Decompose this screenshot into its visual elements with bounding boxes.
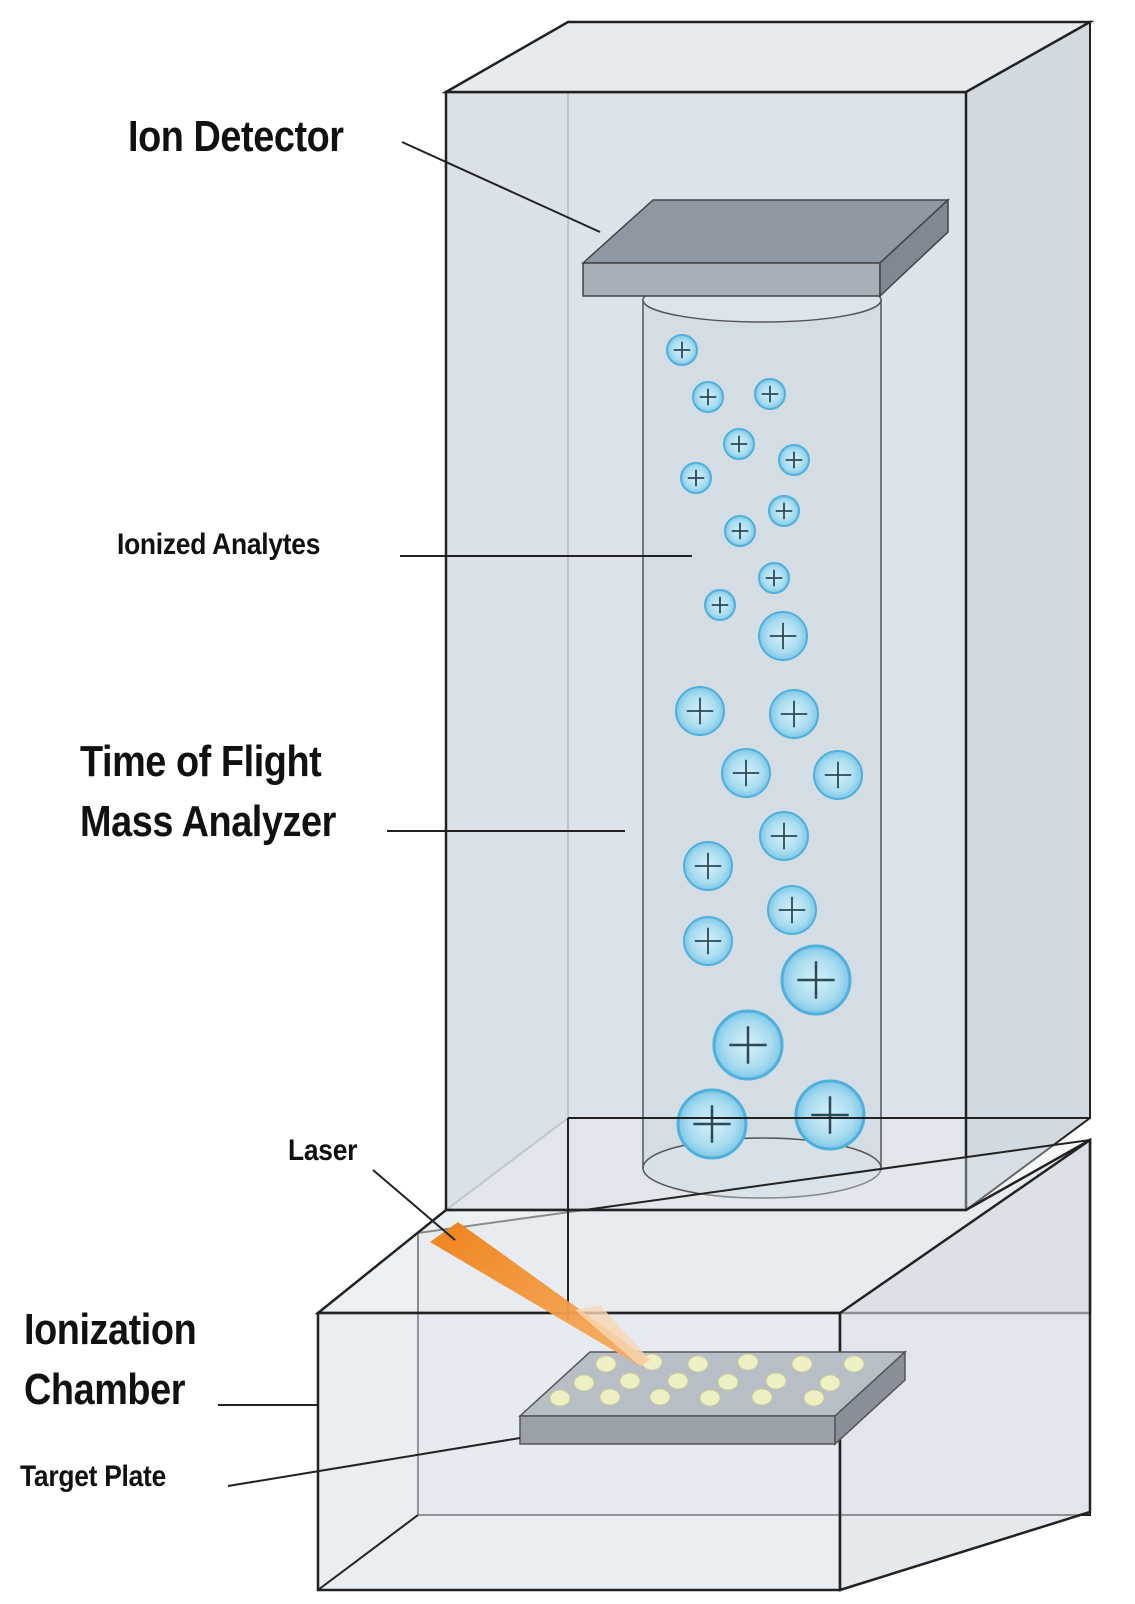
plus-sign-icon <box>780 700 808 728</box>
sample-spot <box>599 1388 621 1406</box>
sample-spot <box>737 1353 759 1371</box>
sample-spot <box>765 1372 787 1390</box>
plus-sign-icon <box>765 569 783 587</box>
ion <box>724 515 756 547</box>
plus-sign-icon <box>761 385 779 403</box>
ion <box>692 381 724 413</box>
sample-spot <box>791 1355 813 1373</box>
laser-beam-fade <box>575 1305 650 1366</box>
ion <box>768 495 800 527</box>
plus-sign-icon <box>729 1026 767 1064</box>
ion <box>723 428 755 460</box>
leader-lines <box>218 141 692 1487</box>
plus-sign-icon <box>778 896 806 924</box>
ion <box>769 689 819 739</box>
plus-sign-icon <box>775 502 793 520</box>
sample-spot <box>751 1388 773 1406</box>
plus-sign-icon <box>694 852 722 880</box>
ion <box>794 1079 866 1151</box>
plus-sign-icon <box>693 1105 731 1143</box>
ion <box>754 378 786 410</box>
sample-spot <box>717 1373 739 1391</box>
laser-beam-shape <box>430 1222 650 1366</box>
tof-right-face <box>965 20 1091 1212</box>
plus-sign-icon <box>730 435 748 453</box>
ion <box>780 944 852 1016</box>
sample-spot <box>687 1355 709 1373</box>
target-plate-side <box>834 1350 906 1446</box>
ion-detector-side <box>879 198 949 298</box>
chamber-inner-edge-2 <box>317 1514 419 1591</box>
target-plate-front <box>519 1415 836 1445</box>
target-plate <box>518 1350 907 1446</box>
ion <box>813 750 863 800</box>
leader-ion-detector <box>401 141 601 233</box>
plus-sign-icon <box>824 761 852 789</box>
sample-spot <box>667 1372 689 1390</box>
ion <box>675 686 725 736</box>
label-tof-line2: Mass Analyzer <box>80 797 336 846</box>
plus-sign-icon <box>699 388 717 406</box>
sample-spot <box>573 1374 595 1392</box>
ion <box>721 748 771 798</box>
plus-sign-icon <box>797 961 835 999</box>
plus-sign-icon <box>687 469 705 487</box>
sample-spot <box>649 1388 671 1406</box>
plus-sign-icon <box>732 759 760 787</box>
plus-sign-icon <box>731 522 749 540</box>
sample-spot <box>595 1355 617 1373</box>
sample-spot <box>843 1355 865 1373</box>
label-target-plate: Target Plate <box>20 1460 166 1493</box>
label-ionization-line1: Ionization <box>24 1305 197 1354</box>
ion <box>712 1009 784 1081</box>
ion <box>676 1088 748 1160</box>
ion-detector-front <box>582 262 881 297</box>
label-tof-line1: Time of Flight <box>80 737 322 786</box>
ion <box>759 811 809 861</box>
plus-sign-icon <box>769 622 797 650</box>
tof-top-face <box>441 20 1095 94</box>
sample-spot <box>699 1389 721 1407</box>
label-ionized-analytes: Ionized Analytes <box>117 528 321 561</box>
sample-spot <box>549 1389 571 1407</box>
sample-spot <box>803 1389 825 1407</box>
plus-sign-icon <box>673 341 691 359</box>
label-ion-detector: Ion Detector <box>128 112 344 161</box>
plus-sign-icon <box>711 596 729 614</box>
ion <box>758 611 808 661</box>
ion <box>778 444 810 476</box>
plus-sign-icon <box>811 1096 849 1134</box>
leader-target-plate <box>227 1437 521 1487</box>
ion <box>683 916 733 966</box>
ion-detector <box>581 198 950 298</box>
plus-sign-icon <box>785 451 803 469</box>
ion <box>758 562 790 594</box>
plus-sign-icon <box>770 822 798 850</box>
label-ionization-line2: Chamber <box>24 1365 186 1414</box>
chamber-right-face <box>838 1137 1092 1592</box>
ions-layer <box>666 334 866 1160</box>
leader-laser <box>372 1169 456 1241</box>
plus-sign-icon <box>694 927 722 955</box>
ion <box>704 589 736 621</box>
ion <box>767 885 817 935</box>
ion <box>680 462 712 494</box>
plus-sign-icon <box>686 697 714 725</box>
label-laser: Laser <box>288 1134 358 1167</box>
sample-spot <box>819 1374 841 1392</box>
ion <box>683 841 733 891</box>
laser-beam <box>430 1222 650 1366</box>
ion <box>666 334 698 366</box>
sample-spots <box>549 1353 865 1407</box>
sample-spot <box>619 1372 641 1390</box>
